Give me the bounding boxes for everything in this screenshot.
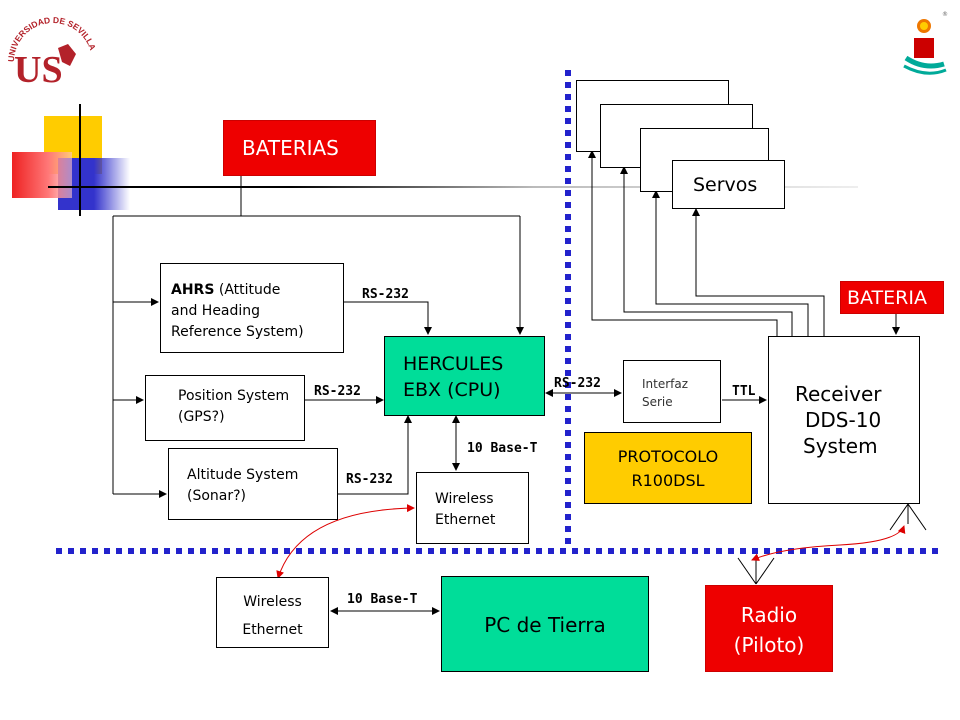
radio-line1: Radio [740,603,798,627]
rs232-interfaz-label: RS-232 [554,376,601,391]
sonar-block: Altitude System (Sonar?) [168,448,338,520]
radio-piloto-block: Radio (Piloto) [705,585,833,672]
base-t-ground-label: 10 Base-T [347,592,418,607]
protocolo-line1: PROTOCOLO [617,447,719,466]
gps-line2: (GPS?) [178,409,225,425]
ahrs-to-cpu [344,301,432,335]
servos-label: Servos [693,174,758,196]
wireless-line1: Wireless [435,491,494,507]
svg-text:®: ® [942,11,948,18]
interfaz-line1: Interfaz [642,377,689,391]
ttl-label: TTL [732,384,756,399]
bateria-block: BATERIA [840,281,944,314]
sonar-line2: (Sonar?) [187,488,247,504]
receiver-to-servo-3 [652,190,809,336]
interfaz-line2: Serie [642,395,673,409]
logo-emblem-icon [58,44,76,66]
servos-block: Servos [672,160,785,209]
pc-de-tierra-block: PC de Tierra [441,576,649,672]
ahrs-block: AHRS (Attitude and Heading Reference Sys… [160,263,344,353]
wireless-radio-link [276,504,415,579]
sonar-line1: Altitude System [187,467,299,483]
hercules-cpu-block: HERCULES EBX (CPU) [384,336,545,416]
rs232-sonar-label: RS-232 [346,472,393,487]
baterias-block: BATERIAS [223,120,376,176]
vertical-dotted-separator [565,70,571,544]
wireless-ethernet-onboard: Wireless Ethernet [416,472,529,544]
receiver-to-servo-4 [692,208,825,336]
ahrs-acronym: AHRS [171,282,215,298]
hercules-line1: HERCULES [403,353,504,375]
deco-red-square [12,152,72,198]
ahrs-line1: (Attitude [214,282,281,298]
ahrs-line3: Reference System) [171,324,304,340]
rs232-ahrs-label: RS-232 [362,287,409,302]
protocolo-line2: R100DSL [631,471,705,490]
receiver-antenna [889,503,927,531]
ahrs-line2: and Heading [171,303,261,319]
sonar-to-cpu [338,415,412,495]
university-monogram: US [14,49,63,91]
horizontal-dotted-separator [56,548,940,554]
university-logo: UNIVERSIDAD DE SEVILLA US [6,15,98,91]
deco-horizontal-line [48,186,858,188]
receiver-line2: DDS-10 [805,408,882,432]
rc-radio-link [751,525,906,561]
receiver-to-servo-2 [620,166,793,336]
gps-line1: Position System [178,388,290,404]
wireless-ethernet-ground: Wireless Ethernet [216,577,329,648]
interfaz-serie-block: Interfaz Serie [623,360,721,423]
gps-block: Position System (GPS?) [145,375,305,441]
ground-wireless-line1: Wireless [243,594,302,610]
hercules-line2: EBX (CPU) [403,379,501,401]
radio-line2: (Piloto) [733,633,805,657]
baterias-label: BATERIAS [242,136,339,160]
radio-antenna [737,557,775,585]
receiver-line1: Receiver [795,382,882,406]
ground-wireless-line2: Ethernet [242,622,303,638]
bateria-label: BATERIA [847,287,927,309]
deco-vertical-line [79,104,81,216]
receiver-to-servo-1 [588,150,778,336]
corner-emblem-icon: ® [903,11,948,75]
base-t-cpu-label: 10 Base-T [467,441,538,456]
pc-label: PC de Tierra [484,613,606,637]
receiver-line3: System [803,434,878,458]
protocolo-block: PROTOCOLO R100DSL [584,432,752,504]
rs232-gps-label: RS-232 [314,384,361,399]
receiver-block: Receiver DDS-10 System [768,336,920,504]
wireless-line2: Ethernet [435,512,496,528]
